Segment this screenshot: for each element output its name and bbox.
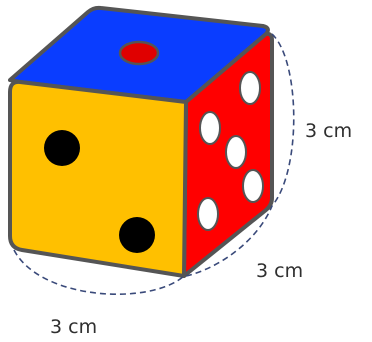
side-face-pip xyxy=(225,135,247,169)
side-face-pip xyxy=(242,169,264,203)
height-dimension-label: 3 cm xyxy=(305,120,352,142)
height-dimension-curve xyxy=(271,33,295,207)
width-dimension-curve xyxy=(13,249,185,296)
side-face-pip xyxy=(239,71,261,105)
width-dimension-label: 3 cm xyxy=(50,316,97,338)
side-face-pip xyxy=(199,111,221,145)
front-face-pip xyxy=(44,130,80,166)
front-face-pip xyxy=(119,217,155,253)
top-face-pip xyxy=(118,40,160,66)
depth-dimension-label: 3 cm xyxy=(256,260,303,282)
die-front-face xyxy=(8,79,188,278)
side-face-pip xyxy=(197,197,219,231)
depth-dimension-curve xyxy=(185,205,273,277)
